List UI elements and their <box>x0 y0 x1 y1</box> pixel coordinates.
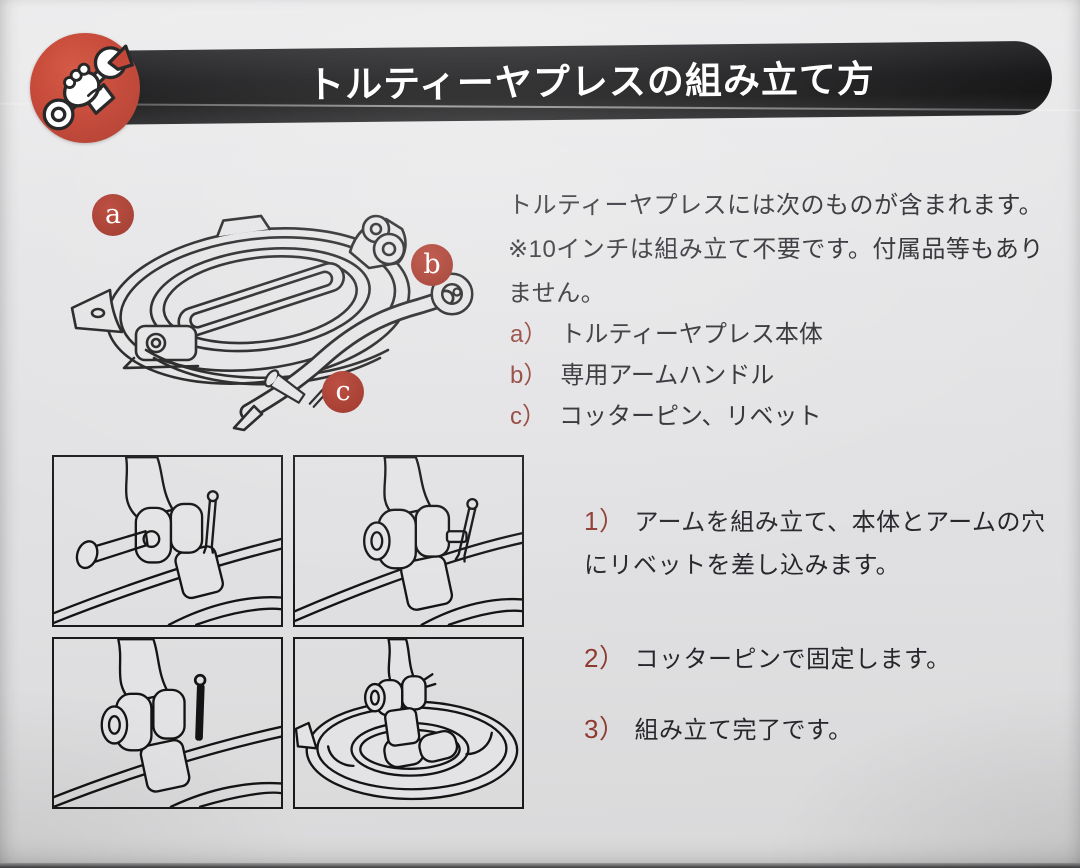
part-marker: c） <box>510 403 546 430</box>
part-item-a: a） トルティーヤプレス本体 <box>510 314 823 355</box>
completed-press-drawing <box>295 639 519 801</box>
step-text: コッターピンで固定します。 <box>634 646 951 673</box>
part-label-text: トルティーヤプレス本体 <box>560 321 823 348</box>
panel-assembly-complete <box>293 637 524 809</box>
part-item-b: b） 専用アームハンドル <box>510 355 823 396</box>
step-1: 1）アームを組み立て、本体とアームの穴にリベットを差し込みます。 <box>584 500 1058 587</box>
cotter-pin-fixing-drawing <box>54 639 281 807</box>
title-banner: トルティーヤプレスの組み立て方 <box>51 40 1053 126</box>
step-marker: 2） <box>584 643 626 673</box>
intro-line: ※10インチは組み立て不要です。付属品等もあり <box>508 236 1044 263</box>
step-marker: 1） <box>584 506 626 536</box>
diagram-label-c: c <box>322 371 364 413</box>
part-marker: a） <box>510 321 548 348</box>
diagram-label-a: a <box>92 194 134 236</box>
photo-bottom-edge <box>0 863 1080 868</box>
cotter-pin-insertion-drawing <box>295 457 522 625</box>
tortilla-press-illustration <box>70 214 474 432</box>
steps-list: 1）アームを組み立て、本体とアームの穴にリベットを差し込みます。 2） コッターピ… <box>584 500 1058 752</box>
parts-list: a） トルティーヤプレス本体 b） 専用アームハンドル c） コッターピン、リベット <box>510 314 823 437</box>
part-marker: b） <box>510 362 548 389</box>
panel-insert-cotter-pin <box>293 455 524 627</box>
step-2: 2） コッターピンで固定します。 <box>584 637 1058 681</box>
step-marker: 3） <box>584 714 626 744</box>
assembly-step-panels <box>52 455 524 809</box>
part-item-c: c） コッターピン、リベット <box>510 396 823 437</box>
part-label-text: 専用アームハンドル <box>560 362 775 389</box>
intro-line: ません。 <box>508 280 606 307</box>
step-text: アームを組み立て、本体とアームの穴にリベットを差し込みます。 <box>584 509 1046 579</box>
panel-fix-cotter-pin <box>52 637 283 809</box>
intro-line: トルティーヤプレスには次のものが含まれます。 <box>508 192 1044 219</box>
intro-text: トルティーヤプレスには次のものが含まれます。 ※10インチは組み立て不要です。付… <box>508 184 1044 316</box>
hand-holding-wrench-icon <box>42 44 134 131</box>
panel-insert-rivet <box>52 455 283 627</box>
tools-badge <box>30 33 140 143</box>
step-text: 組み立て完了です。 <box>634 717 853 744</box>
page-title: トルティーヤプレスの組み立て方 <box>306 58 876 106</box>
rivet-insertion-drawing <box>54 457 281 625</box>
parts-diagram <box>58 188 510 444</box>
part-label-text: コッターピン、リベット <box>559 403 822 430</box>
step-3: 3） 組み立て完了です。 <box>584 708 1058 752</box>
diagram-label-b: b <box>411 244 453 286</box>
